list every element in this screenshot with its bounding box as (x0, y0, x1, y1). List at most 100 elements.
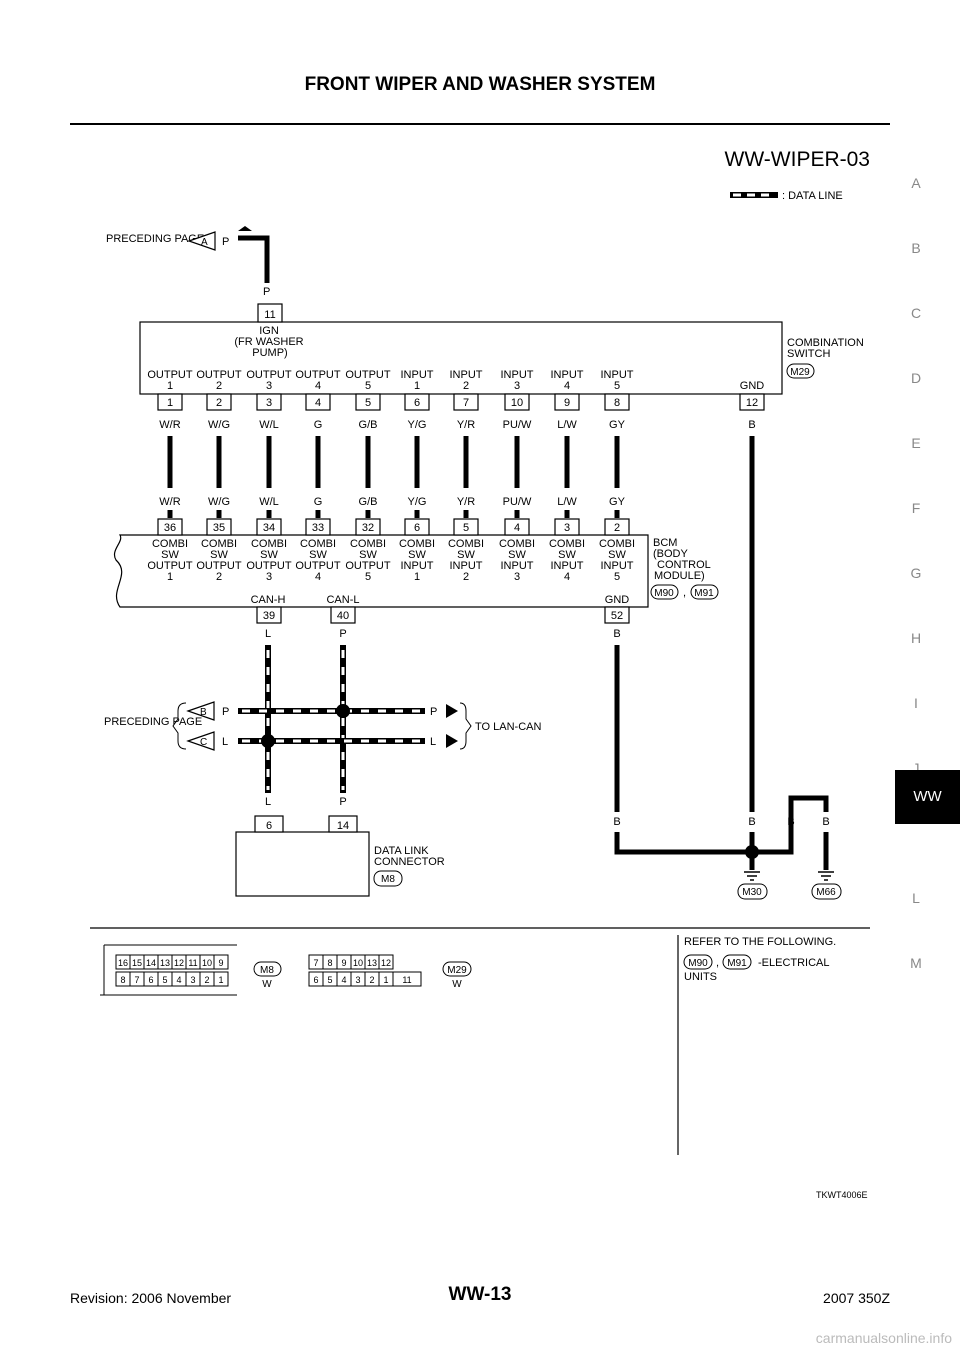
terminal-label: SW (260, 549, 278, 561)
cavity-number: 6 (313, 975, 318, 985)
index-g[interactable]: G (910, 565, 922, 581)
ground-wiring: B B B B B M30 M66 (613, 436, 842, 900)
svg-text:M30: M30 (742, 887, 762, 898)
svg-text:W: W (452, 979, 462, 990)
terminal-label: INPUT (450, 560, 483, 572)
svg-text:L: L (265, 628, 271, 640)
cavity-number: 5 (162, 975, 167, 985)
index-e[interactable]: E (911, 435, 921, 451)
svg-text:39: 39 (263, 610, 275, 622)
cavity-number: 8 (327, 958, 332, 968)
wire-color: L/W (557, 419, 577, 431)
svg-text:P: P (222, 706, 229, 718)
terminal-label: OUTPUT (147, 369, 193, 381)
cavity-number: 12 (174, 958, 184, 968)
terminal-label: SW (309, 549, 327, 561)
wire-color: G (314, 496, 323, 508)
terminal-number: 4 (315, 380, 321, 392)
cavity-number: 4 (341, 975, 346, 985)
terminal-label: OUTPUT (196, 369, 242, 381)
index-l[interactable]: L (912, 890, 920, 906)
wire-color: W/L (259, 419, 279, 431)
cavity-number: 5 (327, 975, 332, 985)
svg-text:M29: M29 (790, 367, 810, 378)
index-i[interactable]: I (914, 695, 918, 711)
svg-text:12: 12 (746, 397, 758, 409)
pin-number: 7 (463, 397, 469, 409)
terminal-label: 5 (614, 571, 620, 583)
preceding-page-bc[interactable]: PRECEDING PAGE B P C L (104, 701, 229, 751)
terminal-label: OUTPUT (345, 560, 391, 572)
index-ww-active[interactable]: WW (895, 770, 960, 824)
index-j[interactable]: J (912, 760, 920, 776)
svg-text:MODULE): MODULE) (654, 570, 705, 582)
svg-text:C: C (200, 737, 207, 748)
wire-color: W/R (159, 419, 180, 431)
svg-text:B: B (748, 419, 755, 431)
terminal-label: COMBI (201, 538, 237, 550)
terminal-label: COMBI (549, 538, 585, 550)
svg-text:(BODY: (BODY (653, 548, 689, 560)
index-m[interactable]: M (910, 955, 922, 971)
cavity-number: 14 (146, 958, 156, 968)
terminal-label: COMBI (251, 538, 287, 550)
index-f[interactable]: F (911, 500, 921, 516)
cavity-number: 11 (402, 975, 411, 985)
terminal-label: COMBI (300, 538, 336, 550)
cavity-number: 12 (381, 958, 391, 968)
wire-color: G/B (359, 419, 378, 431)
svg-text:CONNECTOR: CONNECTOR (374, 856, 445, 868)
refer-box: REFER TO THE FOLLOWING. M90 , M91 -ELECT… (683, 936, 836, 983)
cavity-number: 4 (176, 975, 181, 985)
data-line-legend: : DATA LINE (730, 190, 843, 202)
pin-number: 34 (263, 522, 275, 534)
cavity-number: 1 (218, 975, 223, 985)
data-link-connector: 6 14 DATA LINK CONNECTOR M8 (235, 815, 445, 897)
terminal-label: 3 (266, 571, 272, 583)
svg-text:L: L (222, 736, 228, 748)
pin-number: 4 (315, 397, 321, 409)
preceding-page-a[interactable]: PRECEDING PAGE A P P (106, 226, 270, 298)
cavity-number: 2 (204, 975, 209, 985)
svg-text:L: L (430, 736, 436, 748)
svg-text:M66: M66 (816, 887, 836, 898)
terminal-label: SW (210, 549, 228, 561)
cavity-number: 9 (341, 958, 346, 968)
index-a[interactable]: A (911, 175, 921, 191)
wire-color: PU/W (503, 419, 532, 431)
terminal-label: SW (408, 549, 426, 561)
wire-color: W/G (208, 419, 230, 431)
svg-text:B: B (748, 816, 755, 828)
wire-color: PU/W (503, 496, 532, 508)
cavity-number: 3 (355, 975, 360, 985)
svg-text:PUMP): PUMP) (252, 347, 287, 359)
terminal-label: 2 (216, 571, 222, 583)
terminal-label: COMBI (350, 538, 386, 550)
cavity-number: 10 (353, 958, 363, 968)
cavity-number: 8 (120, 975, 125, 985)
terminal-number: 3 (266, 380, 272, 392)
index-h[interactable]: H (910, 630, 922, 646)
svg-text:DATA LINK: DATA LINK (374, 845, 429, 857)
terminal-label: SW (359, 549, 377, 561)
index-b[interactable]: B (911, 240, 921, 256)
combi-gnd-pin: 12 B (739, 393, 765, 431)
terminal-label: INPUT (501, 369, 534, 381)
to-lan-can[interactable]: P L TO LAN-CAN (430, 702, 541, 750)
index-d[interactable]: D (910, 370, 922, 386)
terminal-number: 3 (514, 380, 520, 392)
index-c[interactable]: C (910, 305, 922, 321)
pin-number: 5 (365, 397, 371, 409)
terminal-label: 1 (414, 571, 420, 583)
svg-text:P: P (430, 706, 437, 718)
svg-text:A: A (201, 237, 208, 248)
